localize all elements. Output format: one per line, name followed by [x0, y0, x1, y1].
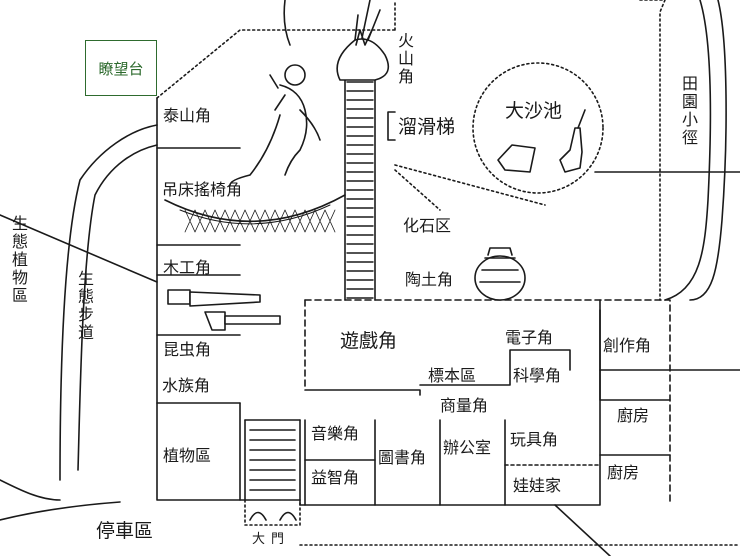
gate-dotted	[244, 499, 301, 526]
ladder-rungs	[346, 81, 374, 299]
garden-path-label: 田園小徑	[679, 75, 698, 147]
zone-office: 辦公室	[443, 438, 492, 457]
boundary-dotted-inner	[394, 169, 441, 211]
zone-music: 音樂角	[311, 424, 360, 443]
zone-creation: 創作角	[603, 336, 652, 355]
volcano-icon	[336, 0, 390, 81]
zone-pottery: 陶土角	[405, 270, 454, 289]
zone-cafeteria: 廚房	[617, 406, 650, 425]
vine-rope	[229, 114, 281, 186]
zone-aquatic: 水族角	[162, 376, 211, 395]
ecology-plants-label: 生態植物區	[9, 215, 28, 305]
zone-taishan: 泰山角	[163, 106, 212, 125]
zone-puzzle: 益智角	[311, 468, 360, 487]
pottery-jar-icon	[474, 247, 526, 301]
gate-label: 大門	[252, 532, 291, 547]
leader-line	[0, 214, 158, 283]
ecology-trail	[0, 124, 158, 521]
building-dashed	[304, 299, 671, 506]
zone-hammock: 吊床搖椅角	[162, 180, 243, 199]
zone-toys: 玩具角	[510, 430, 559, 449]
zone-games: 遊戲角	[340, 330, 398, 352]
hammock-icon	[164, 194, 346, 233]
gate-doors	[249, 511, 297, 521]
zone-woodwork: 木工角	[163, 258, 212, 277]
garden-path	[664, 0, 712, 301]
wall-left	[156, 97, 301, 501]
zone-sandpit: 大沙池	[505, 100, 563, 122]
zone-kitchen: 廚房	[607, 463, 640, 482]
stairs-icon	[244, 419, 301, 501]
shovel-icon	[559, 109, 586, 173]
zone-slide: 溜滑梯	[398, 116, 456, 138]
sandpit-boundary	[472, 62, 604, 194]
saw-icon	[167, 289, 261, 307]
zone-discussion: 商量角	[440, 396, 489, 415]
ecology-trail	[77, 144, 158, 471]
boundary-dotted-diag	[394, 164, 546, 206]
boundary-dotted	[156, 0, 396, 99]
zone-dolls: 娃娃家	[513, 476, 562, 495]
zone-volcano: 火山角	[395, 32, 414, 86]
garden-path	[689, 0, 727, 301]
zone-library: 圖書角	[378, 448, 427, 467]
zone-electronics: 電子角	[505, 328, 554, 347]
lookout-tower-label: 瞭望台	[98, 59, 144, 78]
boundary-dotted-right	[639, 0, 666, 301]
building-inner	[304, 309, 671, 401]
leader-line	[554, 504, 611, 556]
monkey-icon	[269, 0, 321, 176]
stairs-icon	[344, 74, 376, 301]
parking-label: 停車區	[96, 520, 154, 542]
ecology-trail	[0, 479, 61, 501]
hammer-icon	[204, 311, 281, 331]
zone-insects: 昆虫角	[163, 340, 212, 359]
bucket-icon	[497, 144, 536, 173]
zone-science: 科學角	[513, 366, 562, 385]
ecology-trail-label: 生態步道	[75, 270, 94, 342]
slide-bracket	[387, 111, 396, 141]
zone-specimen: 標本區	[428, 366, 477, 385]
zone-fossil: 化石区	[403, 216, 452, 235]
zone-plants-area: 植物區	[163, 446, 212, 465]
lookout-tower: 瞭望台	[85, 40, 157, 96]
